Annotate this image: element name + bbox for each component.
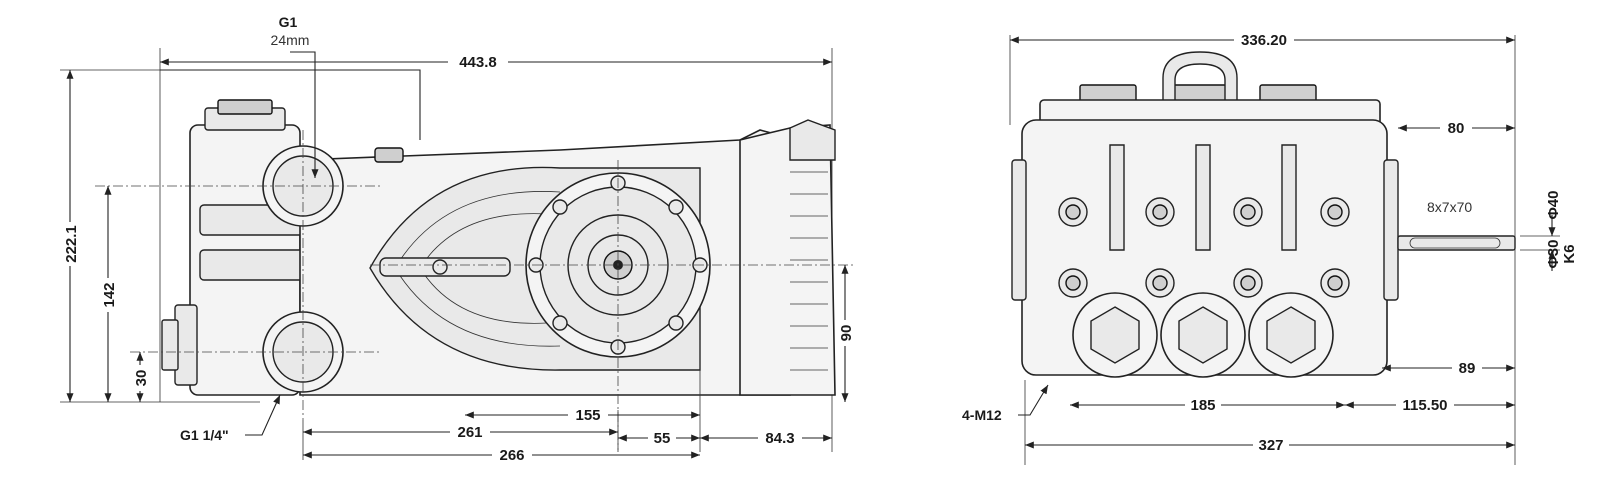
dim-115-label: 115.50 [1402, 397, 1447, 414]
front-bolts [1058, 197, 1350, 298]
dim-port-spacing-label: 142 [101, 282, 118, 307]
bearing-housing [525, 172, 711, 358]
dim-shaft-dia-outer: Φ40 [1545, 191, 1562, 220]
valve-caps [1072, 292, 1334, 378]
shaft [1397, 235, 1516, 251]
top-port-label: G1 [279, 14, 298, 30]
front-view: 336.20 80 8x7x70 Φ40 Φ30 K6 89 185 115.5… [962, 30, 1578, 465]
dim-inlet-height-label: 30 [133, 370, 150, 387]
dim-shaft-len-label: 80 [1448, 120, 1465, 137]
dim-185-label: 185 [1190, 397, 1215, 414]
side-view: 443.8 222.1 142 30 90 155 261 55 84.3 26… [60, 14, 855, 464]
dim-shaft-dia: Φ30 [1545, 240, 1562, 269]
key-label: 8x7x70 [1427, 199, 1472, 215]
dim-overall-width-label: 336.20 [1241, 32, 1287, 49]
dim-155-label: 155 [575, 407, 600, 424]
dim-266-label: 266 [499, 447, 524, 464]
bottom-port-label: G1 1/4" [180, 427, 229, 443]
dim-shaft-height-label: 90 [838, 325, 855, 342]
mount-label: 4-M12 [962, 407, 1002, 423]
dim-55-label: 55 [654, 430, 671, 447]
dim-shaft-tol: K6 [1561, 244, 1578, 263]
dim-327-label: 327 [1258, 437, 1283, 454]
top-port-sublabel: 24mm [271, 32, 310, 48]
dim-overall-length-label: 443.8 [459, 54, 497, 71]
oil-cap [374, 147, 404, 163]
rear-cover [739, 124, 836, 396]
dim-89-label: 89 [1459, 360, 1476, 377]
top-plug [217, 99, 273, 115]
dim-84-label: 84.3 [765, 430, 794, 447]
dim-261-label: 261 [457, 424, 482, 441]
dim-height-label: 222.1 [63, 225, 80, 263]
